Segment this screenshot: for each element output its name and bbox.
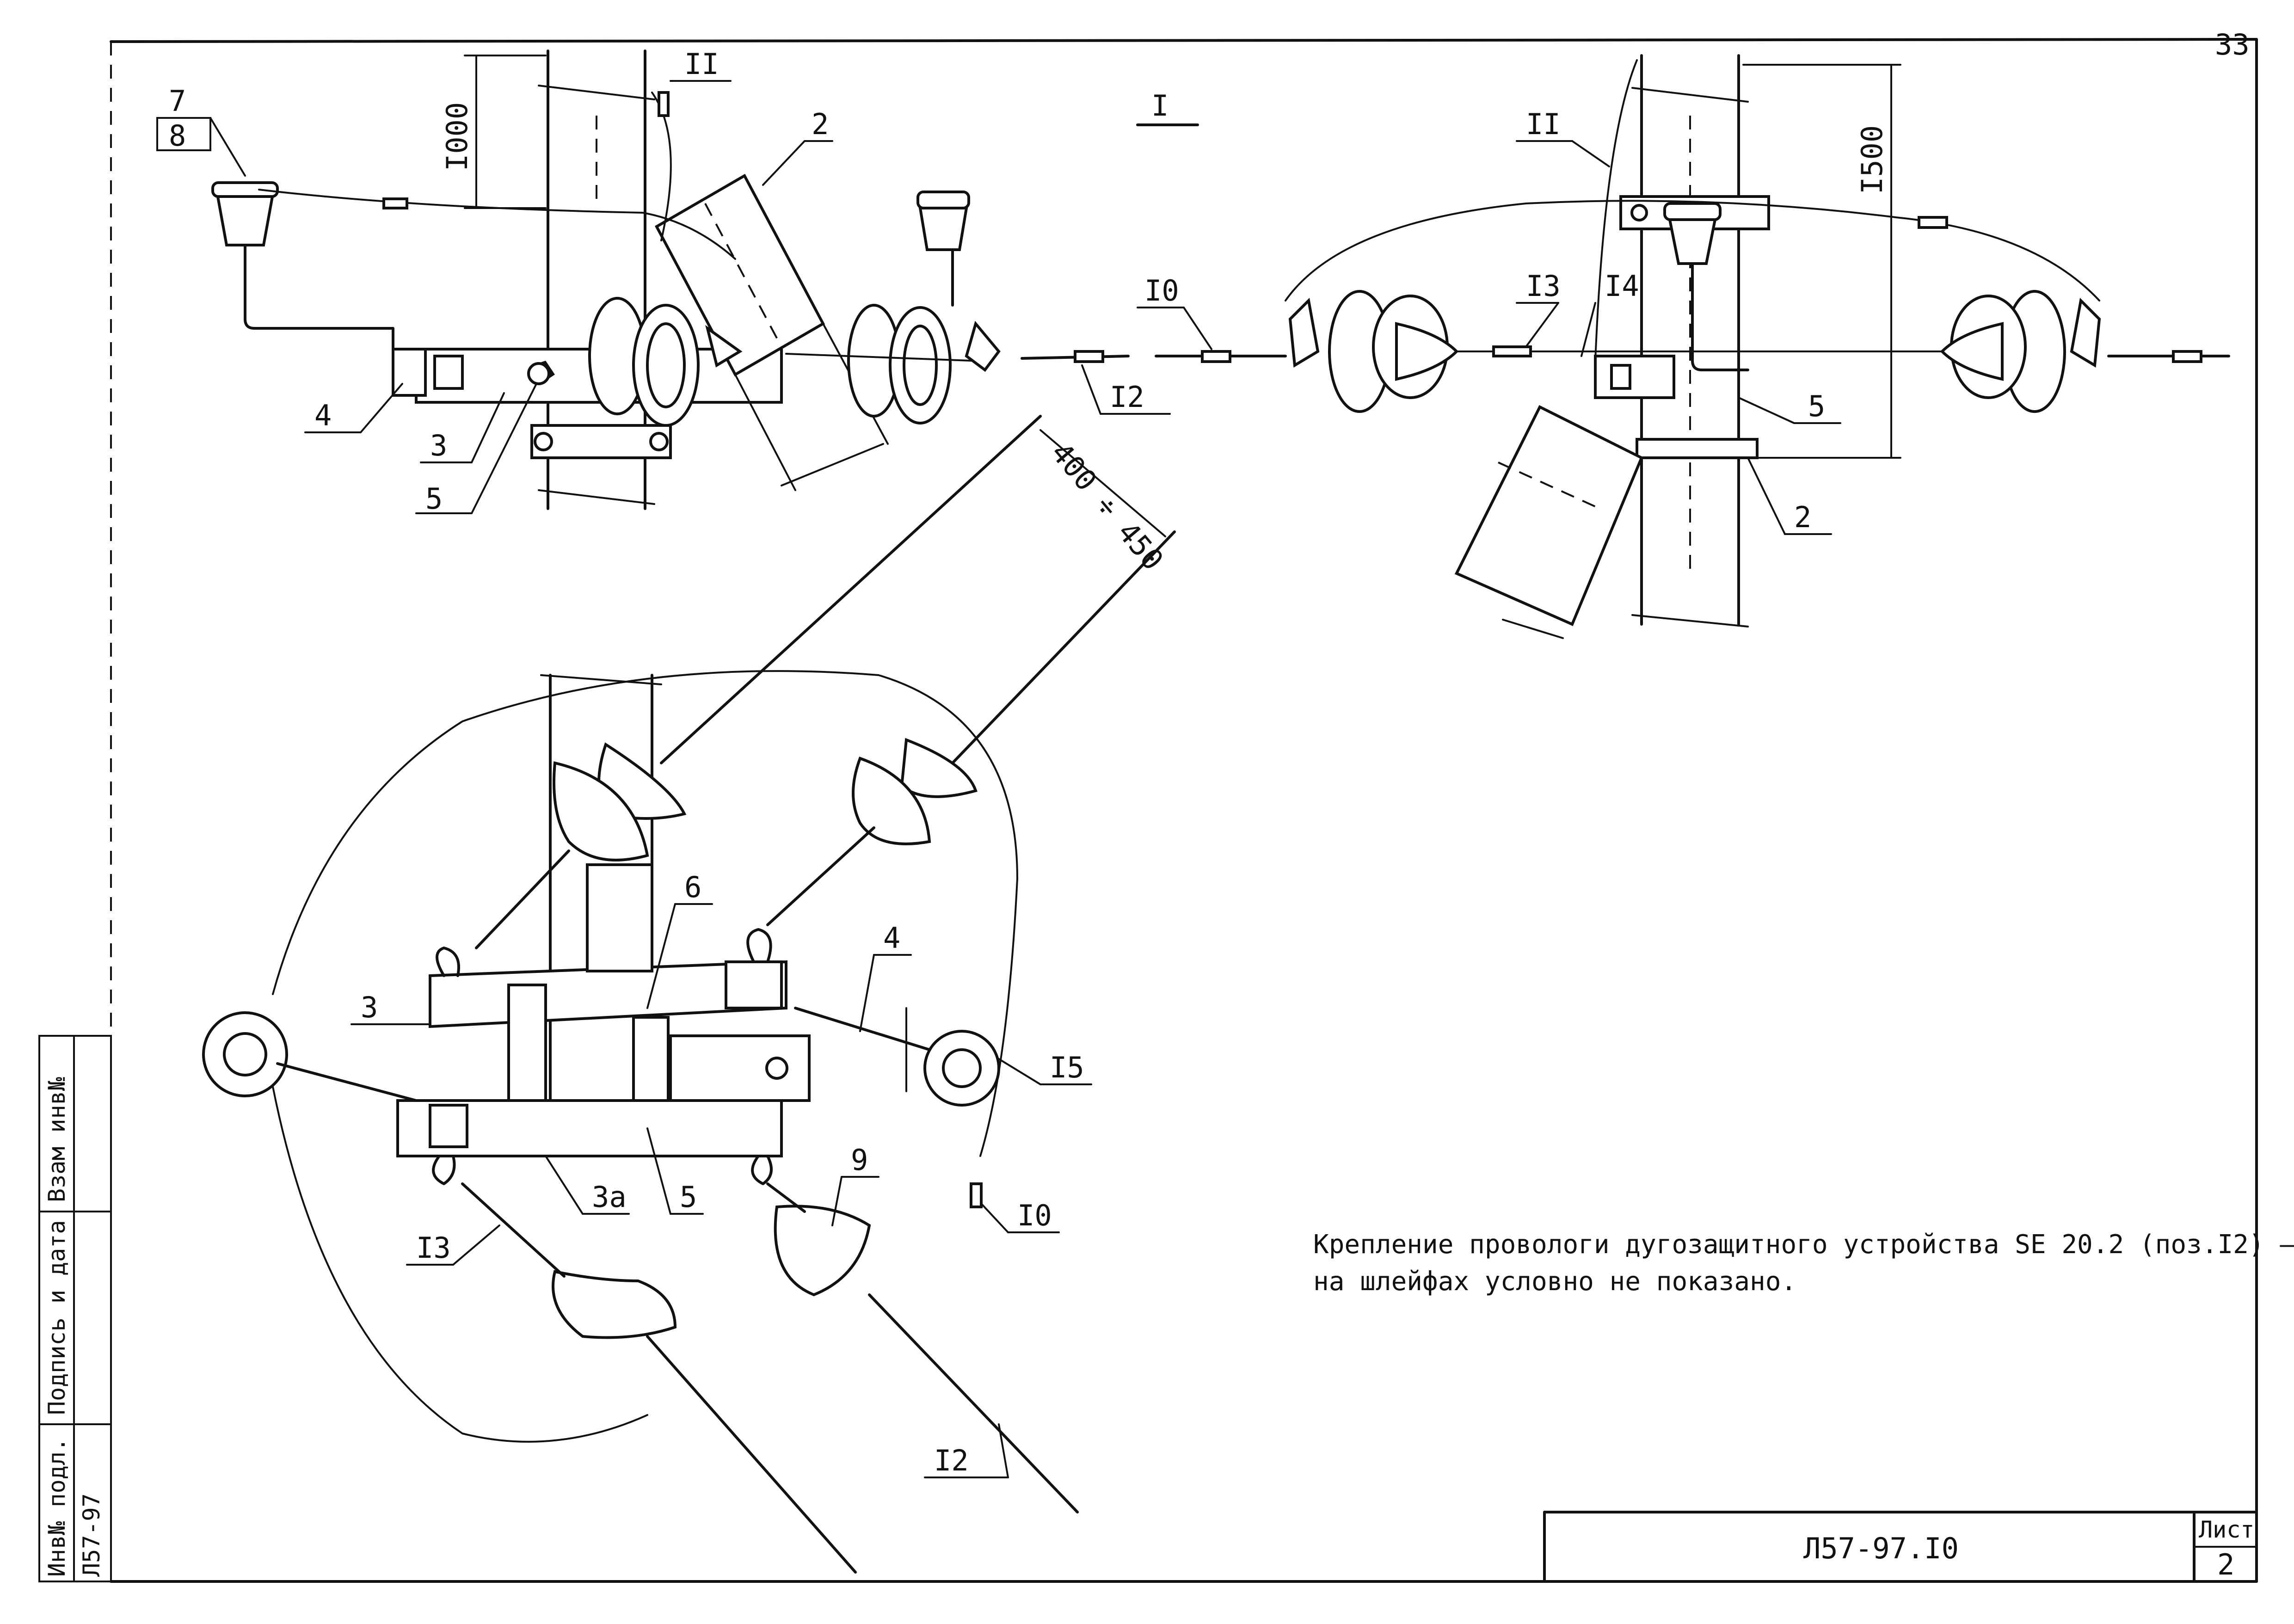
dim-400-450: 400 ÷ 450 [1045,436,1170,577]
label-12-top: I2 [1110,380,1144,414]
label-5-right: 5 [1808,389,1825,423]
label-9: 9 [851,1143,868,1177]
label-10-plan: I0 [1017,1199,1052,1232]
view-left-top: I000 [156,47,1212,516]
doc-code: Л57-97.I0 [1803,1532,1959,1565]
label-4-left: 4 [314,399,332,432]
inv-podl-value: Л57-97 [78,1493,105,1577]
podp-data-label: Подпись и дата [43,1220,70,1415]
label-3-left: 3 [430,429,447,462]
label-8: 8 [169,119,186,153]
label-11-left: II [684,47,719,81]
label-5-plan: 5 [680,1180,697,1214]
title-block: Л57-97.I0 Лист 2 [1543,1511,2258,1583]
vzam-inv-label: Взам инв№ [43,1077,70,1202]
label-6: 6 [684,870,701,904]
note-line-2: на шлейфах условно не показано. [1313,1267,1796,1297]
view-right-top: I I500 [1136,54,2230,639]
inv-podl-label: Инв№ подл. [43,1438,70,1577]
label-2-left: 2 [812,107,829,141]
dim-1500: I500 [1855,125,1889,194]
label-14: I4 [1605,269,1639,303]
view-title-I: I [1151,89,1169,123]
label-7: 7 [169,84,186,118]
label-11-right: II [1526,107,1561,141]
label-3-plan: 3 [361,990,378,1024]
view-plan: 400 ÷ 450 6 4 3 I5 3а 5 9 I0 I3 I2 [202,415,1176,1574]
note-block: Крепление провологи дугозащитного устрой… [1313,1230,2294,1297]
label-13-right: I3 [1526,269,1561,303]
label-5-left: 5 [425,482,443,516]
sheet-frame [110,38,2258,1583]
label-12-plan: I2 [934,1444,969,1477]
label-13-plan: I3 [416,1231,451,1265]
sheet-label: Лист [2199,1516,2254,1543]
label-2-right: 2 [1794,500,1811,534]
note-line-1: Крепление провологи дугозащитного устрой… [1313,1230,2294,1260]
label-10-top: I0 [1144,274,1179,308]
label-4-plan: 4 [883,921,900,955]
page-number-top: 33 [2215,28,2250,62]
label-3a: 3а [592,1180,627,1214]
sheet-number: 2 [2217,1548,2234,1581]
label-15: I5 [1050,1051,1084,1084]
dim-1000: I000 [440,102,474,171]
side-stamp: Инв№ подл. Л57-97 Подпись и дата Взам ин… [38,1035,112,1582]
